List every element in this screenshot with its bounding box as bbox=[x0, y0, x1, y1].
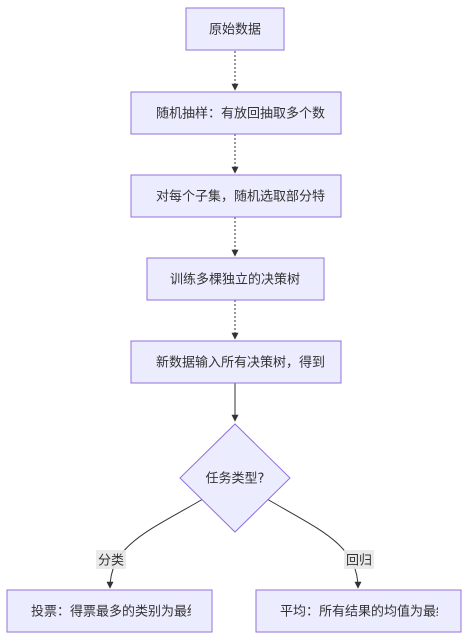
node-task-type: 任务类型? bbox=[179, 423, 291, 533]
edges bbox=[106, 51, 362, 589]
node-average-label: 平均：所有结果的均值为最终 bbox=[280, 604, 449, 620]
node-subset: 对每个子集，随机选取部分特 bbox=[130, 174, 342, 218]
edge-task-to-avg bbox=[266, 498, 362, 589]
node-task-type-label: 任务类型? bbox=[206, 471, 265, 487]
node-train: 训练多棵独立的决策树 bbox=[146, 257, 325, 301]
edge-label-classify: 分类 bbox=[96, 550, 126, 569]
edge-task-to-vote bbox=[106, 498, 204, 589]
node-raw-data-label: 原始数据 bbox=[209, 23, 261, 38]
node-input: 新数据输入所有决策树，得到 bbox=[130, 340, 342, 384]
node-sampling: 随机抽样：有放回抽取多个数 bbox=[130, 91, 342, 135]
edge-label-classify-text: 分类 bbox=[98, 554, 124, 569]
node-sampling-label: 随机抽样：有放回抽取多个数 bbox=[156, 106, 325, 122]
edge-label-regress-text: 回归 bbox=[346, 554, 372, 569]
node-vote-label: 投票：得票最多的类别为最终 bbox=[31, 604, 200, 620]
node-train-label: 训练多棵独立的决策树 bbox=[170, 272, 300, 288]
edge-label-regress: 回归 bbox=[344, 550, 374, 569]
node-input-label: 新数据输入所有决策树，得到 bbox=[156, 355, 325, 371]
node-vote: 投票：得票最多的类别为最终 bbox=[6, 589, 213, 633]
node-subset-label: 对每个子集，随机选取部分特 bbox=[156, 189, 325, 205]
node-raw-data: 原始数据 bbox=[185, 7, 285, 51]
node-average: 平均：所有结果的均值为最终 bbox=[255, 589, 462, 633]
